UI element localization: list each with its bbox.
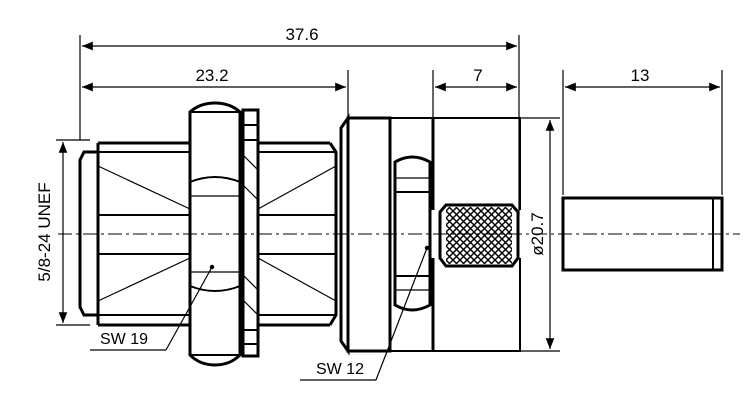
knurl-line xyxy=(483,235,512,264)
knurl-line xyxy=(446,207,479,240)
knurl-line xyxy=(462,214,512,264)
dimension-crimp xyxy=(432,70,517,210)
knurl-line xyxy=(490,207,512,229)
thread-spec-label: 5/8-24 UNEF xyxy=(35,182,54,281)
knurl-line xyxy=(446,245,465,264)
dimension-ferrule xyxy=(562,70,723,195)
sw19-callout: SW 19 xyxy=(90,264,215,351)
knurl-line xyxy=(446,238,472,264)
knurl-line xyxy=(448,207,507,264)
knurl-line xyxy=(455,207,512,264)
flange-body xyxy=(339,113,521,356)
knurl-pattern xyxy=(446,207,512,264)
knurl-line xyxy=(446,207,493,254)
ferrule-length-label: 13 xyxy=(631,66,650,85)
knurl-line xyxy=(446,207,486,247)
knurl-line xyxy=(446,207,500,261)
knurl-line xyxy=(497,249,512,264)
hex-sw12 xyxy=(393,155,432,312)
overall-length-label: 37.6 xyxy=(285,25,318,44)
threaded-shell xyxy=(78,141,338,327)
knurl-line xyxy=(446,252,458,264)
knurl-line xyxy=(483,207,512,236)
hex-nut-sw19 xyxy=(188,101,242,367)
knurl-line xyxy=(446,207,458,219)
dimension-thread xyxy=(56,139,90,326)
sw12-label: SW 12 xyxy=(316,361,364,378)
knurl-line xyxy=(497,207,512,222)
knurl-line xyxy=(469,221,512,264)
lock-washer xyxy=(241,108,260,358)
knurl-line xyxy=(446,207,472,233)
sw19-label: SW 19 xyxy=(100,331,148,348)
knurl-line xyxy=(490,242,512,264)
knurl-line xyxy=(476,228,512,264)
knurl-line xyxy=(446,207,465,226)
sw12-callout: SW 12 xyxy=(300,245,430,381)
crimp-sleeve xyxy=(438,203,520,268)
body-length-label: 23.2 xyxy=(195,66,228,85)
crimp-length-label: 7 xyxy=(473,66,482,85)
